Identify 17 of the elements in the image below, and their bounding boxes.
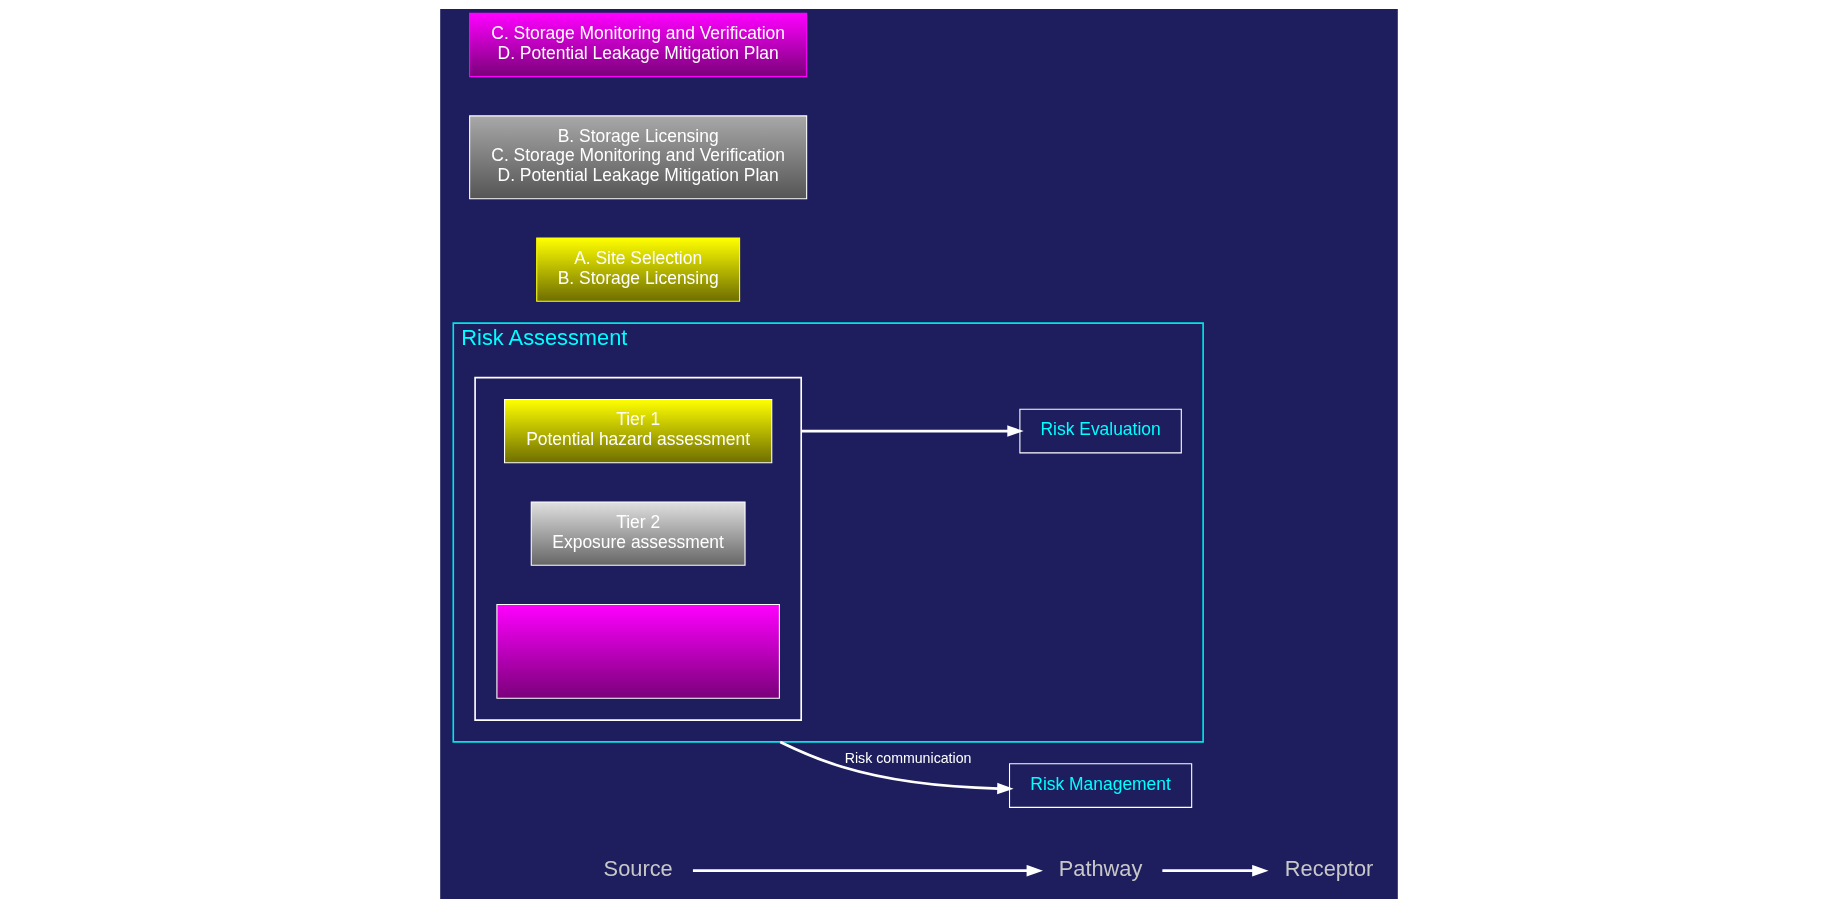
- node-box: Tier 2 Exposure assessment: [530, 500, 746, 566]
- node-box: Risk Management: [1008, 762, 1192, 808]
- arrow: [692, 864, 1043, 876]
- arrow: [1161, 864, 1269, 876]
- arrow: [800, 424, 1024, 437]
- edge-label: Risk communication: [844, 749, 971, 766]
- node-box: Risk Evaluation: [1018, 408, 1182, 453]
- cluster: [473, 376, 802, 721]
- node-text: Source: [603, 855, 673, 881]
- node-box: [495, 603, 780, 699]
- node-box: B. Storage Licensing C. Storage Monitoring and Verification D. Potential Leakage Mitigation Plan: [468, 114, 807, 199]
- arrow: [779, 740, 1014, 794]
- node-box: A. Site Selection B. Storage Licensing: [535, 237, 740, 302]
- node-text: Pathway: [1058, 855, 1142, 881]
- node-box: Tier 1 Potential hazard assessment: [503, 398, 772, 463]
- node-box: C. Storage Monitoring and Verification D. Potential Leakage Mitigation Plan: [468, 12, 807, 77]
- node-text: Receptor: [1284, 855, 1373, 881]
